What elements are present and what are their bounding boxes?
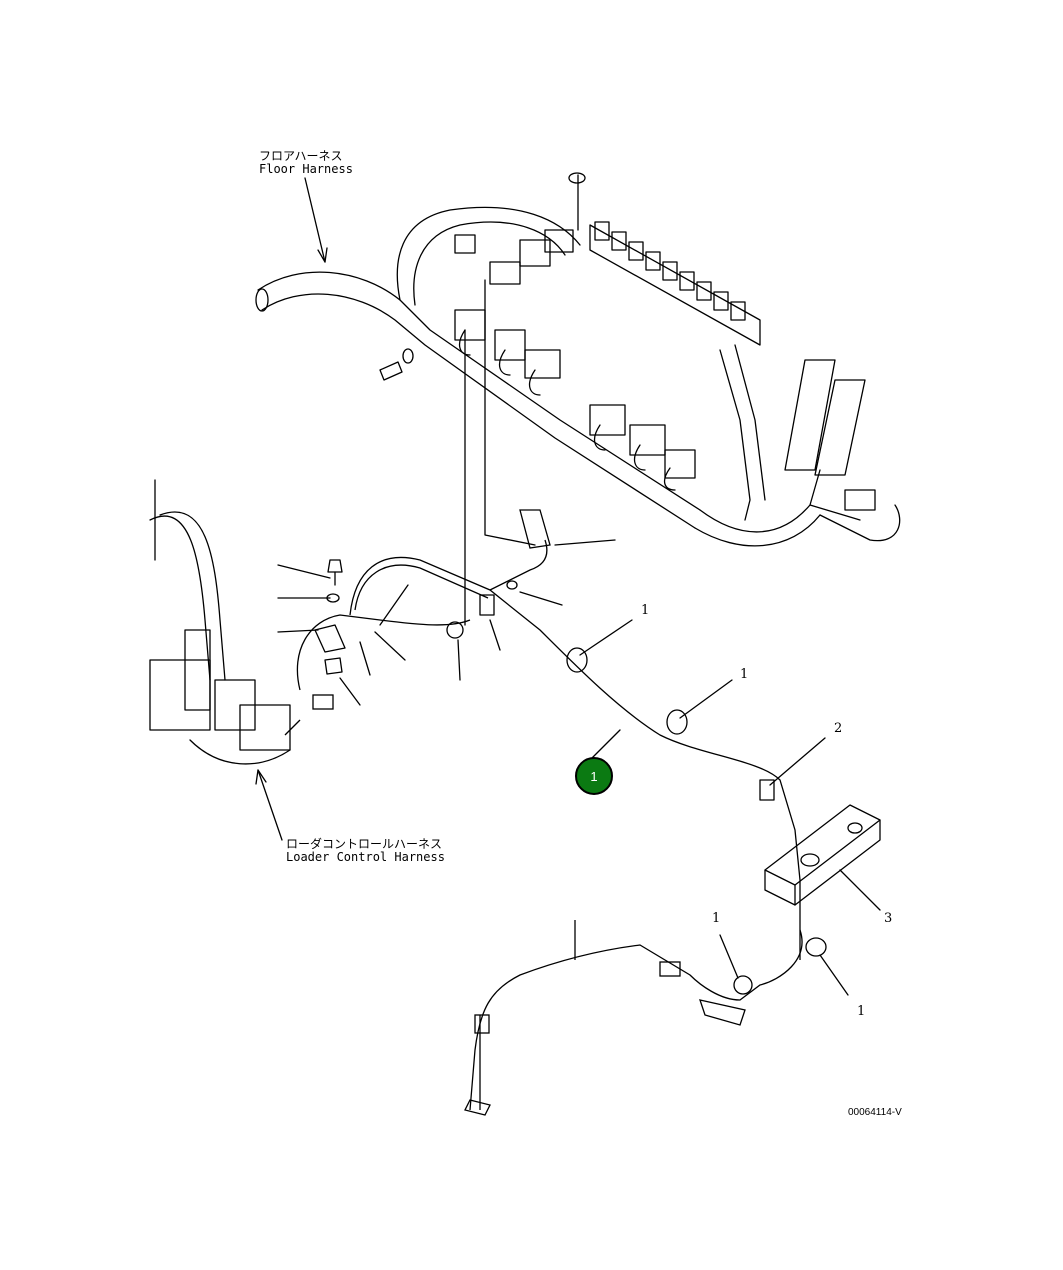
clamps	[446, 594, 827, 995]
floor-harness-label: フロアハーネス Floor Harness	[259, 150, 353, 176]
callout-1-clamp-b: 1	[740, 667, 749, 682]
callout-1-clamp-c: 1	[712, 911, 721, 926]
bolt-parts	[314, 559, 518, 675]
item-1-badge[interactable]: 1	[575, 757, 613, 795]
floor-harness	[255, 172, 901, 547]
callout-1-clamp-a: 1	[641, 603, 650, 618]
floor-harness-jp: フロアハーネス	[259, 149, 343, 163]
loader-harness-label: ローダコントロールハーネス Loader Control Harness	[286, 838, 445, 864]
callout-2: 2	[834, 721, 843, 736]
callout-1-clamp-d: 1	[857, 1004, 866, 1019]
loader-harness-jp: ローダコントロールハーネス	[286, 837, 443, 851]
leader-lines	[255, 177, 881, 996]
cab-harness	[284, 509, 803, 1116]
floor-harness-en: Floor Harness	[259, 162, 353, 176]
drawing-code: 00064114-V	[848, 1107, 902, 1118]
loader-control-harness	[149, 479, 291, 765]
callout-3: 3	[884, 911, 893, 926]
mounting-plate	[764, 804, 881, 906]
loader-harness-en: Loader Control Harness	[286, 850, 445, 864]
